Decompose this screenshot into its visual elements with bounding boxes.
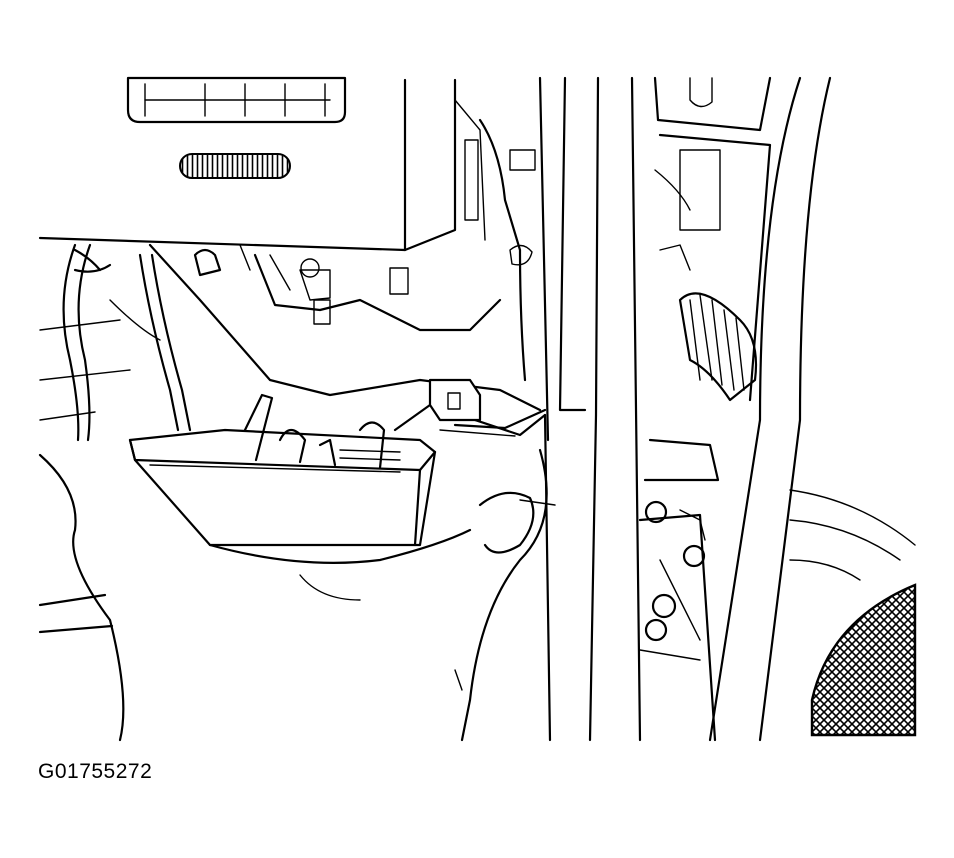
- speaker-grille: [810, 583, 917, 737]
- door-edge: [708, 76, 916, 742]
- figure-id-label: G01755272: [38, 760, 153, 783]
- fuse-block: [128, 378, 547, 547]
- dash-vent-grille: [179, 153, 291, 179]
- wiring-left: [39, 243, 192, 442]
- door-pillar: [519, 76, 772, 742]
- lower-dash-bracket: [148, 118, 542, 412]
- instrument-panel: [38, 76, 486, 252]
- door-inner-panel: [638, 133, 772, 742]
